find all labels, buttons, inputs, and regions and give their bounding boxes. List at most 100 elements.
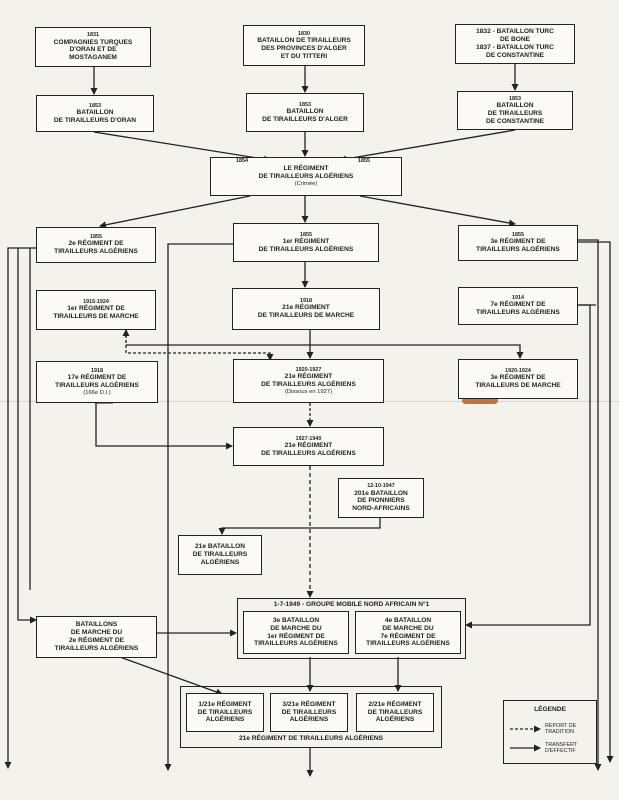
box-line: 1832 - BATAILLON TURC: [476, 28, 554, 36]
box-line: DE TIRAILLEURS: [192, 551, 248, 559]
box-year: 1855: [512, 232, 524, 239]
box-line: 3e RÉGIMENT DE: [490, 238, 546, 246]
box-bataillons-marche-2e-rta: BATAILLONS DE MARCHE DU 2e RÉGIMENT DE T…: [36, 616, 157, 658]
legend-tradition-label: REPORT DE TRADITION: [545, 723, 576, 736]
box-line: 1837 - BATAILLON TURC: [476, 44, 554, 51]
box-line: DE TIRAILLEURS ALGÉRIENS: [261, 380, 356, 388]
box-line: 4e BATAILLON: [384, 616, 432, 624]
box-line: DE CONSTANTINE: [485, 51, 545, 59]
box-bataillon-alger: 1853 BATAILLON DE TIRAILLEURS D'ALGER: [246, 93, 364, 132]
box-line: DE TIRAILLEURS: [281, 708, 337, 716]
box-note: (Dissous en 1927): [284, 388, 333, 395]
box-line: DE BONE: [499, 36, 531, 44]
box-3e-rtm: 1920-1924 3e RÉGIMENT DE TIRAILLEURS DE …: [458, 359, 578, 399]
paper-stain: [462, 397, 498, 404]
box-line: DE TIRAILLEURS: [197, 708, 253, 716]
box-line: 17e RÉGIMENT DE: [67, 374, 127, 381]
box-year: 1915-1924: [83, 299, 109, 306]
box-7e-rta: 1914 7e RÉGIMENT DE TIRAILLEURS ALGÉRIEN…: [458, 287, 578, 325]
box-year: 1831: [87, 32, 99, 39]
box-line: ALGÉRIENS: [375, 716, 415, 724]
box-line: DE TIRAILLEURS ALGÉRIENS: [258, 173, 354, 181]
box-line: BATAILLONS: [75, 621, 118, 629]
box-line: DE TIRAILLEURS D'ORAN: [53, 116, 137, 124]
box-line: 2/21e RÉGIMENT: [368, 700, 422, 708]
box-3e-bataillon-marche: 3e BATAILLON DE MARCHE DU 1er RÉGIMENT D…: [243, 611, 349, 654]
legend-line: REPORT DE: [545, 723, 577, 729]
box-year: 1918: [91, 367, 103, 374]
box-line: DE MARCHE DU: [270, 624, 322, 632]
box-1er-rtm: 1915-1924 1er RÉGIMENT DE TIRAILLEURS DE…: [36, 290, 156, 330]
group-21e-rta-final-title: 21e RÉGIMENT DE TIRAILLEURS ALGÉRIENS: [238, 735, 384, 742]
box-line: TIRAILLEURS DE MARCHE: [475, 382, 561, 390]
box-year: 12-10-1947: [367, 483, 395, 490]
box-line: TIRAILLEURS ALGÉRIENS: [476, 309, 560, 317]
box-1er-rta: 1855 1er RÉGIMENT DE TIRAILLEURS ALGÉRIE…: [233, 223, 379, 262]
box-line: DE TIRAILLEURS DE MARCHE: [257, 312, 355, 320]
box-17e-rta: 1918 17e RÉGIMENT DE TIRAILLEURS ALGÉRIE…: [36, 361, 158, 403]
group-21e-rta-final: [180, 686, 442, 748]
box-line: DE TIRAILLEURS ALGÉRIENS: [258, 245, 354, 253]
box-year: 1853: [509, 95, 521, 102]
box-line: 3e BATAILLON: [272, 616, 320, 624]
box-line: D'ORAN ET DE: [69, 46, 117, 54]
box-line: 1/21e RÉGIMENT: [198, 700, 252, 708]
box-year: 1853: [89, 102, 101, 109]
box-line: DE TIRAILLEURS ALGÉRIENS: [261, 449, 356, 457]
box-line: 21e RÉGIMENT: [284, 373, 333, 380]
box-year: 1853: [299, 101, 311, 108]
box-21e-rta-1920: 1920-1927 21e RÉGIMENT DE TIRAILLEURS AL…: [233, 359, 384, 403]
box-line: 21e BATAILLON: [195, 543, 245, 551]
box-bataillon-alger-titteri: 1830 BATAILLON DE TIRAILLEURS DES PROVIN…: [243, 25, 365, 66]
box-line: 21e RÉGIMENT: [282, 304, 330, 312]
box-year: 1855: [300, 231, 312, 238]
box-line: DES PROVINCES D'ALGER: [261, 44, 347, 52]
group-gmna-title: 1-7-1949 - GROUPE MOBILE NORD AFRICAIN N…: [273, 601, 430, 608]
box-line: ALGÉRIENS: [289, 716, 329, 724]
box-line: 7e RÉGIMENT DE: [380, 632, 436, 640]
box-bataillon-constantine: 1853 BATAILLON DE TIRAILLEURS DE CONSTAN…: [457, 91, 573, 130]
box-line: DE PIONNIERS: [357, 497, 405, 505]
box-line: 1er RÉGIMENT: [282, 237, 330, 245]
box-line: 21e RÉGIMENT: [284, 441, 333, 449]
box-line: 3/21e RÉGIMENT: [282, 700, 336, 708]
box-line: DE TIRAILLEURS D'ALGER: [262, 115, 348, 123]
box-2-21e-rta: 2/21e RÉGIMENT DE TIRAILLEURS ALGÉRIENS: [356, 693, 434, 732]
box-4e-bataillon-marche: 4e BATAILLON DE MARCHE DU 7e RÉGIMENT DE…: [355, 611, 461, 654]
box-line: TIRAILLEURS ALGÉRIENS: [254, 640, 338, 648]
box-line: DE CONSTANTINE: [485, 117, 545, 125]
box-bataillon-oran: 1853 BATAILLON DE TIRAILLEURS D'ORAN: [36, 95, 154, 132]
box-line: LE RÉGIMENT: [283, 165, 329, 173]
legend-transfert-label: TRANSFERT D'EFFECTIF: [545, 742, 577, 755]
box-line: BATAILLON: [76, 108, 114, 116]
box-line: COMPAGNIES TURQUES: [53, 38, 133, 46]
legend-line: D'EFFECTIF: [545, 748, 576, 755]
box-line: ET DU TITTERI: [280, 52, 328, 60]
box-line: TIRAILLEURS DE MARCHE: [53, 313, 139, 321]
box-line: ALGÉRIENS: [205, 716, 245, 724]
box-line: BATAILLON: [286, 107, 324, 115]
box-line: ALGÉRIENS: [200, 558, 240, 566]
box-line: 1er RÉGIMENT DE: [67, 305, 125, 313]
box-line: DE TIRAILLEURS: [487, 109, 543, 117]
box-line: DE MARCHE DU: [70, 629, 123, 637]
box-note: (Crimée): [294, 180, 318, 187]
box-line: MOSTAGANEM: [69, 54, 117, 62]
box-line: BATAILLON DE TIRAILLEURS: [257, 37, 351, 45]
legend-line: TRADITION: [545, 729, 575, 736]
box-201e-bpna: 12-10-1947 201e BATAILLON DE PIONNIERS N…: [338, 478, 424, 518]
box-regiment-crimee: LE RÉGIMENT DE TIRAILLEURS ALGÉRIENS (Cr…: [210, 157, 402, 196]
box-line: 2e RÉGIMENT DE: [68, 240, 124, 248]
year-label: 1854: [236, 158, 248, 164]
box-line: TIRAILLEURS ALGÉRIENS: [476, 246, 560, 254]
year-label: 1855: [358, 158, 370, 164]
box-line: DE MARCHE DU: [382, 624, 434, 632]
legend-box: [503, 700, 597, 764]
box-line: 1er RÉGIMENT DE: [267, 632, 325, 640]
box-3-21e-rta: 3/21e RÉGIMENT DE TIRAILLEURS ALGÉRIENS: [270, 693, 348, 732]
box-line: 2e RÉGIMENT DE: [69, 637, 124, 644]
box-year: 1855: [90, 234, 102, 241]
box-compagnies-turques: 1831 COMPAGNIES TURQUES D'ORAN ET DE MOS…: [35, 27, 151, 67]
box-line: DE TIRAILLEURS: [367, 708, 423, 716]
